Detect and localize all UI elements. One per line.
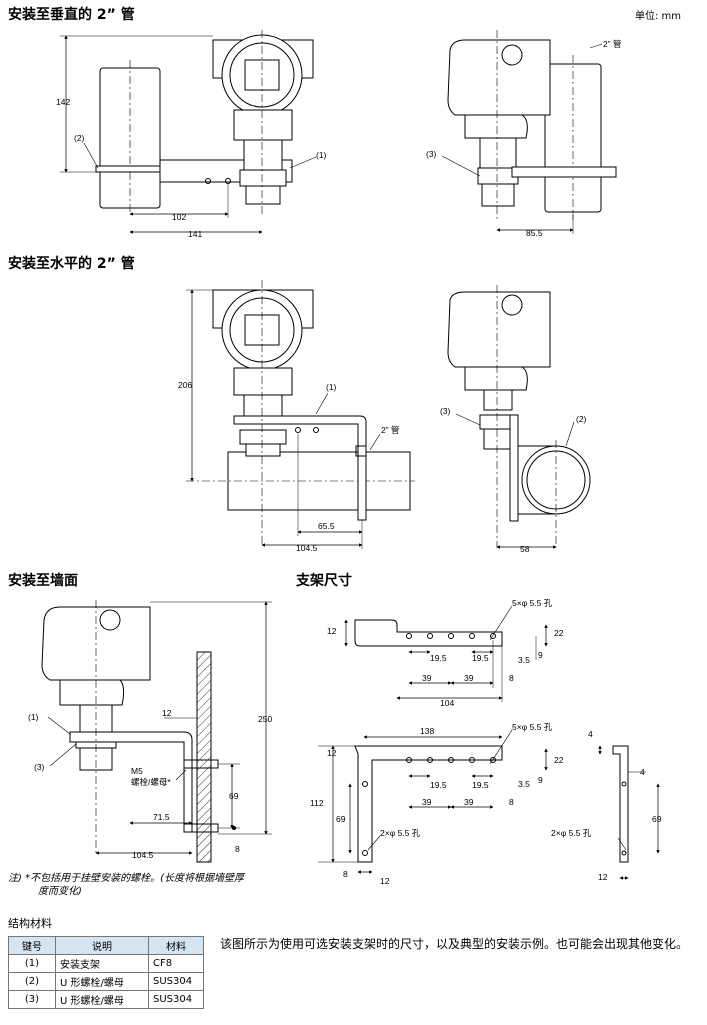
cell-desc: U 形螺栓/螺母 <box>55 990 149 1009</box>
dim-69-c: 69 <box>652 814 662 824</box>
callout-2-a: (2) <box>74 133 85 143</box>
dim-39-d: 39 <box>464 797 474 807</box>
dim-8-c: 8 <box>509 797 514 807</box>
dim-19-5-b: 19.5 <box>472 653 489 663</box>
cell-material: CF8 <box>148 954 204 973</box>
dim-19-5-c: 19.5 <box>430 780 447 790</box>
header-material: 材料 <box>148 936 204 955</box>
dim-8-b: 8 <box>509 673 514 683</box>
label-hole-2-b: 2×φ 5.5 孔 <box>551 828 592 838</box>
dim-3-5-b: 3.5 <box>518 779 530 789</box>
dim-12-d: 12 <box>380 876 390 886</box>
dim-39-b: 39 <box>464 673 474 683</box>
dim-104: 104 <box>440 698 454 708</box>
dim-12-e: 12 <box>598 872 608 882</box>
dim-39-c: 39 <box>422 797 432 807</box>
dim-22-b: 22 <box>554 755 564 765</box>
description-text: 该图所示为使用可选安装支架时的尺寸，以及典型的安装示例。也可能会出现其他变化。 <box>220 937 689 951</box>
horizontal-side-view <box>447 285 591 549</box>
title-horizontal-pipe: 安装至水平的 2” 管 <box>8 256 135 272</box>
callout-1-b: (1) <box>326 382 337 392</box>
callout-2-b: (2) <box>576 414 587 424</box>
dim-39-a: 39 <box>422 673 432 683</box>
dim-12-c: 12 <box>327 748 337 758</box>
horizontal-front-view <box>186 280 415 549</box>
footnote: 注) *不包括用于挂壁安装的螺栓。(长度将根据墙壁厚 度而变化) <box>8 872 244 898</box>
cell-key: (3) <box>8 990 56 1009</box>
label-m5: M5 <box>131 766 143 776</box>
footnote-line-1: 注) *不包括用于挂壁安装的螺栓。(长度将根据墙壁厚 <box>8 873 244 884</box>
dim-4-b: 4 <box>640 767 645 777</box>
label-pipe-b: 2” 管 <box>381 425 399 435</box>
callout-1-c: (1) <box>28 712 39 722</box>
dim-12-b: 12 <box>327 626 337 636</box>
cell-material: SUS304 <box>148 990 204 1009</box>
table-row: (1) 安装支架 CF8 <box>8 954 204 973</box>
dim-19-5-a: 19.5 <box>430 653 447 663</box>
title-vertical-pipe: 安装至垂直的 2” 管 <box>8 7 135 23</box>
materials-table: 键号 说明 材料 (1) 安装支架 CF8 (2) U 形螺栓/螺母 SUS30… <box>8 936 204 1009</box>
dim-102: 102 <box>172 212 186 222</box>
title-bracket: 支架尺寸 <box>296 573 352 589</box>
footnote-line-2: 度而变化) <box>38 886 82 897</box>
materials-header-row: 键号 说明 材料 <box>8 936 204 955</box>
dim-71-5: 71.5 <box>153 812 170 822</box>
callout-3-c: (3) <box>34 762 45 772</box>
dim-85-5: 85.5 <box>526 228 543 238</box>
label-hole-5-a: 5×φ 5.5 孔 <box>512 598 553 608</box>
cell-desc: 安装支架 <box>55 954 149 973</box>
vertical-side-view <box>441 30 617 234</box>
dim-19-5-d: 19.5 <box>472 780 489 790</box>
dim-69-b: 69 <box>336 814 346 824</box>
table-row: (2) U 形螺栓/螺母 SUS304 <box>8 972 204 991</box>
dim-9-b: 9 <box>538 775 543 785</box>
callout-1-a: (1) <box>316 150 327 160</box>
wall-mount-view <box>41 600 272 863</box>
dim-138: 138 <box>420 726 434 736</box>
dim-250: 250 <box>258 714 272 724</box>
dim-12-a: 12 <box>162 708 172 718</box>
dim-206: 206 <box>178 380 192 390</box>
label-bolt-nut: 螺栓/螺母* <box>131 777 171 787</box>
dim-69-a: 69 <box>229 791 239 801</box>
dim-112: 112 <box>310 798 324 808</box>
bracket-top-view <box>344 605 548 702</box>
dim-3-5-a: 3.5 <box>518 655 530 665</box>
vertical-front-view <box>60 30 317 234</box>
dim-22-a: 22 <box>554 628 564 638</box>
label-pipe-a: 2” 管 <box>603 39 621 49</box>
callout-3-a: (3) <box>426 149 437 159</box>
cell-material: SUS304 <box>148 972 204 991</box>
cell-key: (2) <box>8 972 56 991</box>
dim-8-a: 8 <box>235 844 240 854</box>
materials-title: 结构材料 <box>8 917 52 930</box>
cell-desc: U 形螺栓/螺母 <box>55 972 149 991</box>
callout-3-b: (3) <box>440 406 451 416</box>
dim-9-a: 9 <box>538 650 543 660</box>
cell-key: (1) <box>8 954 56 973</box>
title-wall: 安装至墙面 <box>8 573 78 589</box>
unit-label: 单位: mm <box>634 11 681 22</box>
dim-8-d: 8 <box>343 869 348 879</box>
header-key: 键号 <box>8 936 56 955</box>
label-hole-2-a: 2×φ 5.5 孔 <box>380 828 421 838</box>
dim-104-5-a: 104.5 <box>296 543 318 553</box>
dim-141: 141 <box>188 229 202 239</box>
table-row: (3) U 形螺栓/螺母 SUS304 <box>8 990 204 1009</box>
label-hole-5-b: 5×φ 5.5 孔 <box>512 722 553 732</box>
dim-4-a: 4 <box>588 729 593 739</box>
header-desc: 说明 <box>55 936 149 955</box>
dim-58: 58 <box>520 544 530 554</box>
dim-104-5-b: 104.5 <box>132 850 154 860</box>
bracket-l-view <box>318 729 660 880</box>
dim-142: 142 <box>56 97 70 107</box>
dim-65-5: 65.5 <box>318 521 335 531</box>
